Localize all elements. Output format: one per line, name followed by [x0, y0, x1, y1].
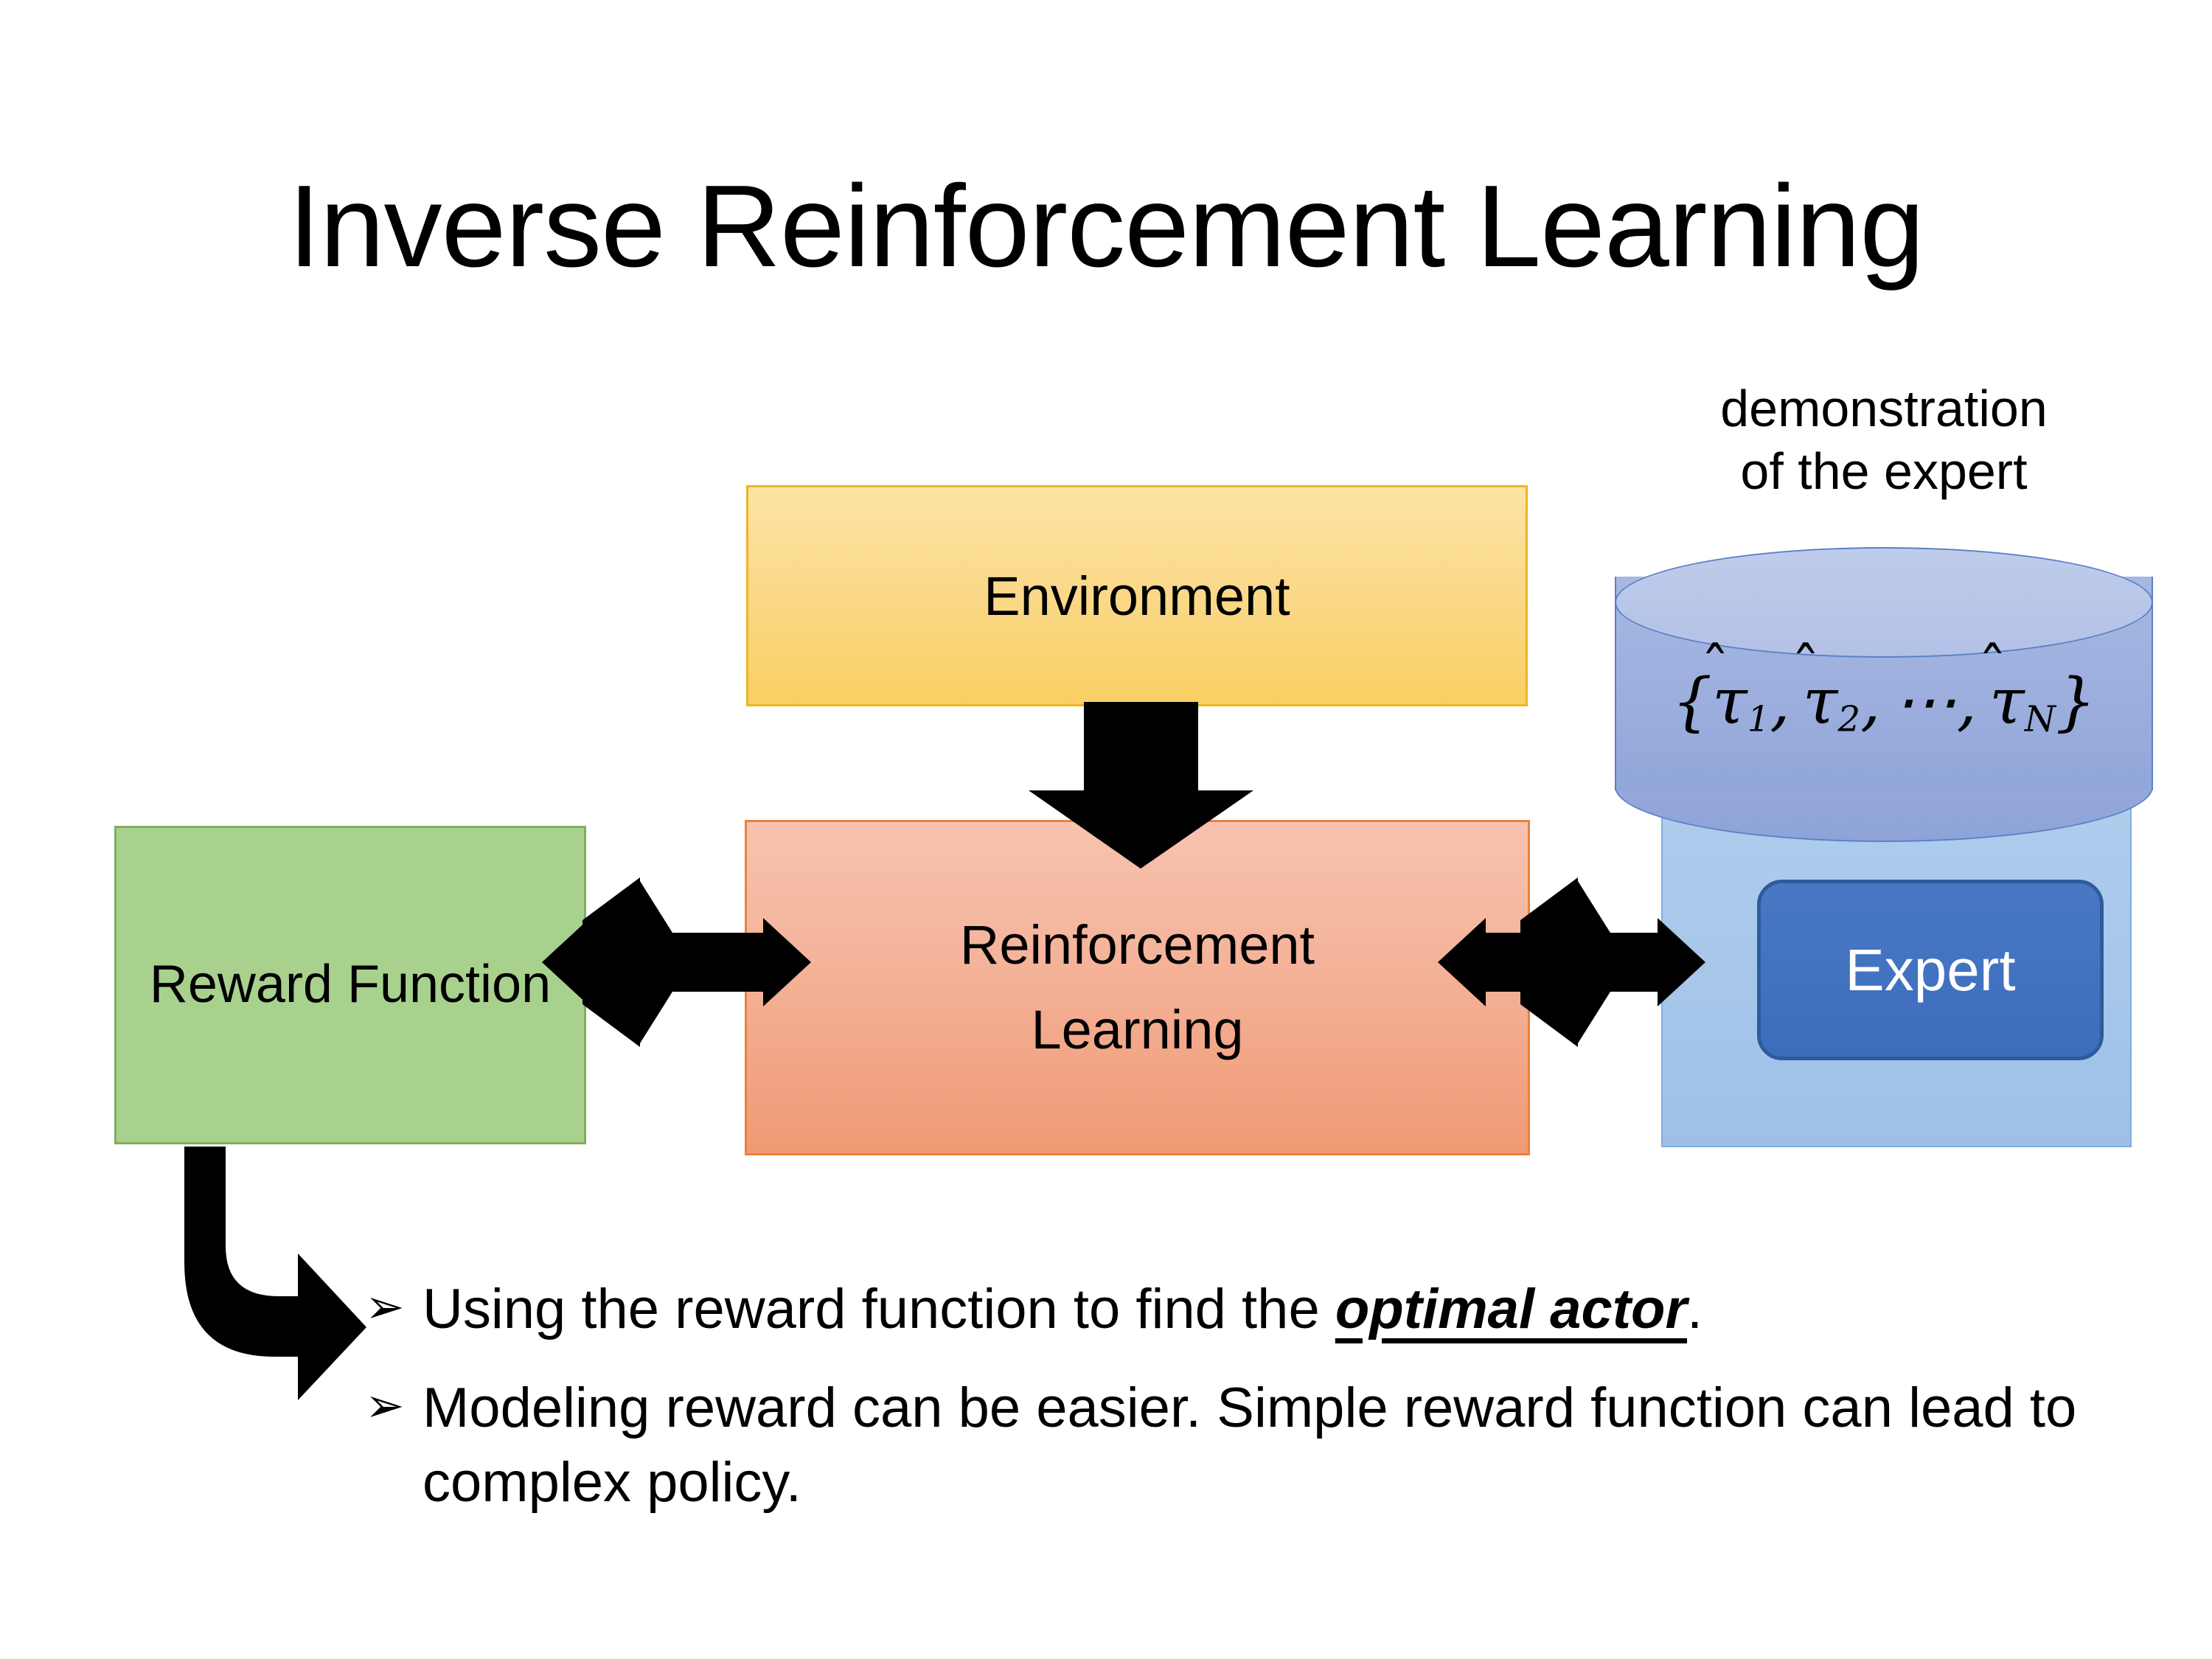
reward-function-box-label: Reward Function: [150, 944, 551, 1026]
demonstration-caption: demonstration of the expert: [1611, 378, 2157, 504]
formula-sub-n: N: [2024, 698, 2056, 740]
demonstration-caption-line1: demonstration: [1720, 380, 2048, 437]
list-item: ➢ Using the reward function to find the …: [365, 1273, 2105, 1346]
environment-box[interactable]: Environment: [746, 485, 1528, 706]
bullet-arrow-icon: ➢: [365, 1379, 405, 1434]
bullet-list: ➢ Using the reward function to find the …: [365, 1273, 2105, 1545]
formula-ellipsis: ⋯: [1893, 665, 1957, 739]
reinforcement-learning-box[interactable]: Reinforcement Learning: [745, 820, 1530, 1155]
tau-glyph-n: τ: [1989, 665, 2025, 739]
bullet-arrow-icon: ➢: [365, 1280, 405, 1335]
formula-sub-1: 1: [1747, 698, 1770, 740]
cylinder-top-ellipse: [1615, 547, 2153, 658]
formula-tau-2: ̂τ: [1803, 665, 1838, 739]
rl-label-line1: Reinforcement: [959, 914, 1315, 975]
formula-tau-n: ̂τ: [1989, 665, 2025, 739]
formula-comma-3: ,: [1956, 665, 1977, 739]
trajectory-set-formula: {̂τ1, ̂τ2, ⋯, ̂τN}: [1615, 665, 2153, 740]
demonstration-caption-line2: of the expert: [1740, 442, 2028, 501]
environment-box-label: Environment: [984, 565, 1290, 627]
formula-open-brace: {: [1672, 665, 1713, 739]
formula-comma-2: ,: [1860, 665, 1881, 739]
rl-label-line2: Learning: [1031, 998, 1244, 1060]
list-item: ➢ Modeling reward can be easier. Simple …: [365, 1371, 2105, 1520]
expert-box-label: Expert: [1845, 936, 2016, 1003]
reward-function-box[interactable]: Reward Function: [114, 826, 586, 1144]
bullet-1-prefix: Using the reward function to find the: [422, 1278, 1335, 1340]
demonstration-cylinder: {̂τ1, ̂τ2, ⋯, ̂τN}: [1615, 547, 2153, 842]
bullet-text-1: Using the reward function to find the op…: [422, 1273, 2105, 1346]
formula-sub-2: 2: [1837, 698, 1861, 740]
reward-label-line1: Reward: [149, 955, 333, 1015]
formula-comma-1: ,: [1770, 665, 1790, 739]
tau-glyph-2: τ: [1802, 665, 1838, 739]
reinforcement-learning-box-label: Reinforcement Learning: [960, 903, 1315, 1072]
bullet-1-suffix: .: [1687, 1278, 1703, 1340]
expert-box[interactable]: Expert: [1757, 880, 2104, 1060]
page-title: Inverse Reinforcement Learning: [288, 161, 1924, 291]
bullet-text-2: Modeling reward can be easier. Simple re…: [422, 1377, 2077, 1514]
bent-arrow-reward-to-bullets: [184, 1147, 366, 1400]
reward-label-line2: Function: [347, 955, 552, 1015]
formula-close-brace: }: [2055, 665, 2096, 739]
tau-glyph-1: τ: [1712, 665, 1747, 739]
formula-tau-1: ̂τ: [1712, 665, 1747, 739]
bullet-1-emphasis: optimal actor: [1335, 1278, 1688, 1340]
